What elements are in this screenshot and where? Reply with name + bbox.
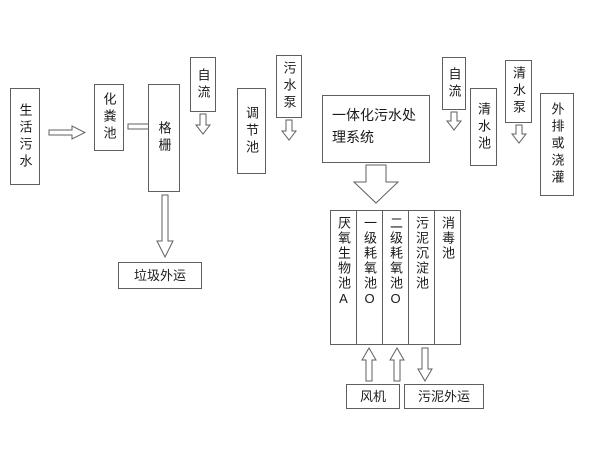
node-clean-water-pump: 清水泵 [505, 60, 532, 123]
arrow-right-icon [48, 125, 86, 140]
node-fan: 风机 [346, 384, 400, 409]
arrow-down-long-icon [156, 194, 174, 258]
node-gravity-flow-2: 自流 [442, 57, 466, 110]
node-integrated-system: 一体化污水处理系统 [322, 95, 430, 163]
node-garbage-removal: 垃圾外运 [118, 262, 202, 289]
node-gravity-flow-1: 自流 [190, 57, 216, 112]
node-sludge-removal: 污泥外运 [404, 384, 484, 409]
arrow-down-icon [446, 111, 462, 131]
node-sewage-pump: 污水泵 [276, 55, 302, 118]
arrow-up-icon [389, 347, 405, 382]
node-domestic-sewage: 生活污水 [10, 88, 40, 185]
arrow-down-icon [417, 347, 433, 382]
node-septic-tank: 化粪池 [94, 84, 124, 151]
node-aerobic-tank-1: 一级耗氧池O [356, 210, 383, 345]
arrow-down-big-icon [352, 164, 400, 204]
node-discharge-or-irrigation: 外排或浇灌 [540, 93, 574, 196]
node-anaerobic-bio-tank: 厌氧生物池A [330, 210, 357, 345]
node-clean-water-tank: 清水池 [470, 88, 497, 166]
arrow-up-icon [361, 347, 377, 382]
node-sludge-settling-tank: 污泥沉淀池 [408, 210, 435, 345]
node-bar-screen: 格栅 [148, 84, 180, 192]
arrow-down-icon [511, 124, 527, 144]
arrow-down-icon [281, 119, 297, 141]
node-disinfection-tank: 消毒池 [434, 210, 461, 345]
arrow-down-icon [195, 113, 211, 135]
node-aerobic-tank-2: 二级耗氧池O [382, 210, 409, 345]
node-regulating-tank: 调节池 [237, 88, 266, 174]
